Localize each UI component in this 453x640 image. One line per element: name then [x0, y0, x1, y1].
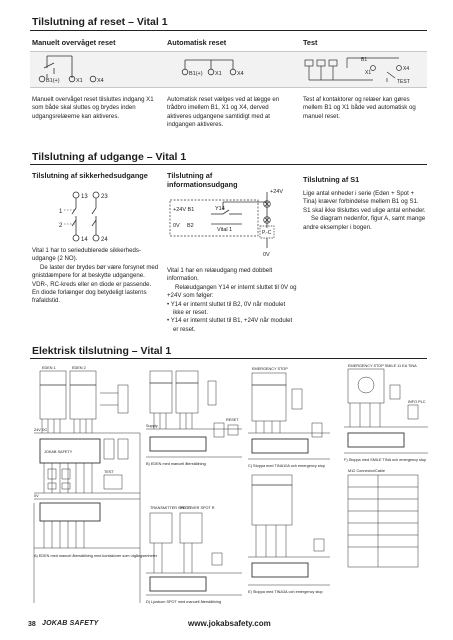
wiring-label-0v: 0V — [34, 494, 39, 498]
output-col2-bullet-1-text: Y14 er internt sluttet til B2, 0V når mo… — [170, 300, 286, 317]
safety-out-label-1: 1 — [59, 209, 63, 215]
info-out-label-plc: P.-C — [262, 230, 272, 236]
reset-col1-heading: Manuelt overvåget reset — [32, 38, 116, 47]
electrical-wiring-diagram: EDEN 1 EDEN 2 EMERGENCY STOP EMERGENCY S… — [33, 364, 428, 604]
manual-reset-label-x4: X4 — [97, 78, 104, 84]
output-col2-indent: Relæudgangen Y14 er internt sluttet til … — [167, 283, 297, 300]
safety-outputs-diagram: 13 23 1 2 14 24 — [59, 191, 108, 243]
safety-out-label-13: 13 — [81, 194, 88, 200]
auto-reset-label-b1: B1(+) — [189, 71, 203, 77]
reset-col2-text: Automatisk reset vælges ved at lægge en … — [167, 96, 280, 129]
wiring-label-info-plc: INFO PLC — [408, 400, 426, 404]
bullet-glyph: • — [167, 300, 171, 308]
info-out-label-vital1: Vital 1 — [217, 227, 232, 233]
output-col2-intro: Vital 1 har en relæudgang med dobbelt in… — [167, 267, 273, 283]
reset-col2-heading: Automatisk reset — [167, 38, 227, 47]
reset-section-rule — [30, 30, 427, 31]
output-col1-heading: Tilslutning af sikkerhedsudgange — [32, 171, 148, 180]
test-label-x4: X4 — [403, 66, 409, 72]
auto-reset-label-x1: X1 — [215, 71, 222, 77]
wiring-note-e: E) Stoppa med TINA3A och emergency stop — [248, 590, 323, 594]
wiring-label-test: TEST — [104, 470, 114, 474]
safety-out-label-24: 24 — [101, 237, 108, 243]
manual-reset-label-b1: B1(+) — [46, 78, 60, 84]
output-col2-text: Vital 1 har en relæudgang med dobbelt in… — [167, 267, 297, 334]
wiring-note-a: A) EDEN med manuel återställning med kon… — [34, 554, 158, 558]
reset-diagram-panel — [30, 51, 427, 88]
output-col3-heading: Tilslutning af S1 — [303, 175, 360, 184]
auto-reset-label-x4: X4 — [237, 71, 244, 77]
output-col2-bullet-2: • Y14 er internt sluttet til B1, +24V nå… — [167, 317, 297, 334]
test-diagram: B1 X1 X4 TEST — [304, 57, 410, 85]
page-number: 38 — [28, 621, 36, 628]
output-col1-text: Vital 1 har to seriedublerede sikkerheds… — [32, 247, 160, 306]
output-col3-text: Lige antal enheder i serie (Eden + Spot … — [303, 190, 427, 232]
wiring-label-eden1: EDEN 1 — [42, 366, 56, 370]
website-url[interactable]: www.jokabsafety.com — [188, 619, 271, 628]
wiring-label-jokab: JOKAB SAFETY — [44, 450, 73, 454]
bullet-glyph: • — [167, 317, 171, 325]
wiring-label-reset: RESET — [226, 418, 239, 422]
output-col2-bullet-1: • Y14 er internt sluttet til B2, 0V når … — [167, 301, 297, 318]
reset-col1-text: Manuelt overvåget reset tilsluttes indga… — [32, 96, 154, 120]
output-col2-bullet-2-text: Y14 er internt sluttet til B1, +24V når … — [170, 317, 293, 333]
info-output-diagram: +24V B1 Y14 0V B2 Vital 1 +24V P.-C 0V — [169, 189, 283, 258]
info-out-label-b2: B2 — [187, 223, 194, 229]
safety-out-label-23: 23 — [101, 194, 108, 200]
info-out-label-24v-b1: +24V B1 — [173, 207, 194, 213]
output-col3-para: Lige antal enheder i serie (Eden + Spot … — [303, 190, 426, 214]
manual-reset-diagram: B1(+) X1 X4 — [38, 55, 104, 84]
wiring-note-b: B) EDEN med manuell återställning — [146, 462, 206, 466]
safety-out-label-2: 2 — [59, 223, 63, 229]
jokab-safety-logo: JOKAB SAFETY — [42, 620, 99, 627]
wiring-note-d: D) Ljusbom SPOT med manuell återställnin… — [146, 600, 221, 604]
manual-reset-label-x1: X1 — [76, 78, 83, 84]
wiring-label-supply: Supply — [146, 424, 158, 428]
electrical-section-title: Elektrisk tilslutning – Vital 1 — [32, 345, 172, 357]
wiring-label-estop-f: EMERGENCY STOP SMILE 11 EA TINA — [348, 364, 417, 368]
wiring-label-transmitter: TRANSMITTER SPOT T — [150, 506, 192, 510]
reset-col3-text: Test af kontaktorer og relæer kan gøres … — [303, 96, 416, 120]
info-out-label-0v-bottom: 0V — [263, 252, 270, 258]
wiring-label-24vdc: 24V DC — [34, 428, 48, 432]
electrical-section-rule — [30, 358, 427, 359]
info-out-label-y14: Y14 — [215, 206, 225, 212]
test-label-test: TEST — [397, 79, 410, 85]
output-section-title: Tilslutning af udgange – Vital 1 — [32, 151, 187, 163]
wiring-note-f: F) Stoppa med SMILE TINA och emergency s… — [344, 458, 426, 462]
info-out-label-0v: 0V — [173, 223, 180, 229]
output-section-rule — [30, 164, 427, 165]
wiring-label-receiver: RECEIVER SPOT R — [180, 506, 215, 510]
output-col2-heading: Tilslutning af informationsudgang — [167, 171, 238, 189]
wiring-label-m12: M12 Connector/Cable — [348, 469, 385, 473]
safety-out-label-14: 14 — [81, 237, 88, 243]
test-label-x1: X1 — [365, 70, 371, 76]
wiring-label-eden2: EDEN 2 — [72, 366, 86, 370]
wiring-note-c: C) Stoppa med TINA10A och emergency stop — [248, 464, 325, 468]
test-label-b1: B1 — [361, 57, 367, 63]
info-out-label-24v-top: +24V — [270, 189, 283, 195]
reset-section-title: Tilslutning af reset – Vital 1 — [32, 16, 168, 28]
reset-col3-heading: Test — [303, 38, 318, 47]
output-col3-indent: Se diagram nedenfor, figur A, samt mange… — [303, 215, 426, 231]
output-col1-para1: Vital 1 har to seriedublerede sikkerheds… — [32, 247, 141, 263]
wiring-label-estop-c: EMERGENCY STOP — [252, 367, 288, 371]
automatic-reset-diagram: B1(+) X1 X4 — [181, 59, 244, 77]
output-col1-para2: De laster der brydes bør være forsynet m… — [32, 263, 159, 305]
